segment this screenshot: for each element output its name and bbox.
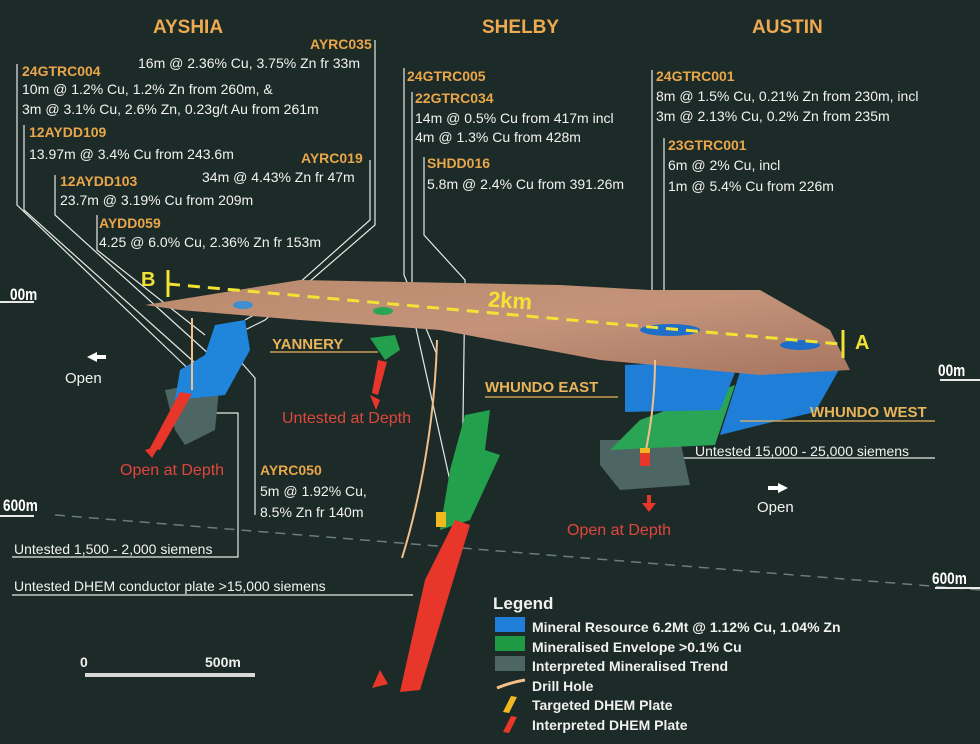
hole-23gtrc001-id: 23GTRC001 — [668, 137, 747, 153]
region-austin: AUSTIN — [752, 17, 823, 38]
hole-ayrc019-id: AYRC019 — [301, 150, 363, 166]
hole-24gtrc004-result: 10m @ 1.2% Cu, 1.2% Zn from 260m, & — [22, 81, 273, 97]
section-length-label: 2km — [487, 286, 533, 315]
open-right-arrow-icon — [768, 483, 788, 493]
hole-24gtrc001-result: 3m @ 2.13% Cu, 0.2% Zn from 235m — [656, 108, 890, 124]
hole-24gtrc004-id: 24GTRC004 — [22, 63, 101, 79]
untested-low-siemens-label: Untested 1,500 - 2,000 siemens — [14, 541, 213, 557]
hole-22gtrc034-result: 14m @ 0.5% Cu from 417m incl — [415, 110, 614, 126]
open-at-depth-ayshia-label: Open at Depth — [120, 462, 225, 479]
legend-item-drill-hole: Drill Hole — [532, 678, 594, 694]
yannery-dhem-plate — [372, 360, 387, 395]
section-start-label: B — [141, 269, 156, 291]
terrain-surface — [145, 280, 850, 375]
targeted-dhem-plate — [436, 512, 446, 527]
depth-label-surface-left: 00m — [10, 285, 38, 304]
whundo-west-resource — [720, 368, 840, 435]
legend-item-interpreted-dhem: Interpreted DHEM Plate — [532, 717, 688, 733]
open-right-label: Open — [757, 499, 794, 516]
hole-23gtrc001-result: 1m @ 5.4% Cu from 226m — [668, 178, 834, 194]
hole-12aydd103-id: 12AYDD103 — [60, 173, 138, 189]
depth-label-surface-right: 00m — [938, 361, 966, 380]
hole-shdd016-id: SHDD016 — [427, 155, 491, 171]
untested-at-depth-label: Untested at Depth — [282, 410, 411, 427]
hole-ayrc050-result: 5m @ 1.92% Cu, — [260, 483, 367, 499]
ayshia-resource — [175, 320, 250, 400]
section-end-label: A — [855, 332, 870, 354]
section-line — [167, 282, 841, 346]
hole-24gtrc004-result: 3m @ 3.1% Cu, 2.6% Zn, 0.23g/t Au from 2… — [22, 101, 319, 117]
hole-24gtrc001-id: 24GTRC001 — [656, 68, 735, 84]
untested-high-siemens-label: Untested 15,000 - 25,000 siemens — [695, 443, 910, 459]
hole-12aydd109-result: 13.97m @ 3.4% Cu from 243.6m — [29, 146, 234, 162]
legend-item-mineralised-trend: Interpreted Mineralised Trend — [532, 658, 729, 674]
hole-12aydd109-id: 12AYDD109 — [29, 124, 107, 140]
open-left-label: Open — [65, 370, 102, 387]
deposit-whundo-east: WHUNDO EAST — [485, 379, 599, 396]
scale-start-label: 0 — [80, 654, 88, 670]
scale-bar — [85, 673, 255, 677]
hole-ayrc050-id: AYRC050 — [260, 462, 322, 478]
yannery-envelope — [370, 335, 400, 360]
depth-label-600m-left: 600m — [3, 496, 38, 515]
hole-22gtrc034-id: 22GTRC034 — [415, 90, 494, 106]
austin-dhem-plate — [640, 452, 650, 466]
depth-underlines — [0, 301, 980, 589]
deposit-yannery: YANNERY — [272, 336, 344, 353]
legend-title: Legend — [493, 594, 554, 613]
hole-aydd059-result: 4.25 @ 6.0% Cu, 2.36% Zn fr 153m — [99, 234, 321, 250]
hole-24gtrc005-id: 24GTRC005 — [407, 68, 486, 84]
depth-label-600m-right: 600m — [932, 569, 967, 588]
hole-ayrc035-id: AYRC035 — [310, 36, 372, 52]
hole-ayrc019-result: 34m @ 4.43% Zn fr 47m — [202, 169, 355, 185]
legend-item-mineral-resource: Mineral Resource 6.2Mt @ 1.12% Cu, 1.04%… — [532, 619, 841, 635]
open-depth-arrow-icon — [145, 445, 160, 458]
region-shelby: SHELBY — [482, 17, 560, 38]
shelby-dhem-plate — [400, 520, 470, 692]
hole-12aydd103-result: 23.7m @ 3.19% Cu from 209m — [60, 192, 254, 208]
untested-dhem-label: Untested DHEM conductor plate >15,000 si… — [14, 578, 326, 594]
hole-24gtrc001-result: 8m @ 1.5% Cu, 0.21% Zn from 230m, incl — [656, 88, 919, 104]
legend-item-targeted-dhem: Targeted DHEM Plate — [532, 697, 673, 713]
hole-aydd059-id: AYDD059 — [99, 215, 161, 231]
shelby-envelope — [440, 410, 500, 530]
legend-item-mineralised-envelope: Mineralised Envelope >0.1% Cu — [532, 639, 742, 655]
hole-ayrc050-result: 8.5% Zn fr 140m — [260, 504, 364, 520]
hole-ayrc035-result: 16m @ 2.36% Cu, 3.75% Zn fr 33m — [138, 55, 360, 71]
hole-shdd016-result: 5.8m @ 2.4% Cu from 391.26m — [427, 176, 625, 192]
ayshia-dhem-plate — [150, 392, 192, 450]
hole-22gtrc034-result: 4m @ 1.3% Cu from 428m — [415, 129, 581, 145]
scale-end-label: 500m — [205, 654, 241, 670]
open-at-depth-austin-label: Open at Depth — [567, 522, 672, 539]
legend-swatches — [495, 617, 526, 733]
hole-23gtrc001-result: 6m @ 2% Cu, incl — [668, 157, 781, 173]
region-ayshia: AYSHIA — [153, 17, 224, 38]
open-left-arrow-icon — [87, 352, 106, 362]
untested-depth-arrow-icon — [370, 395, 380, 410]
deposit-whundo-west: WHUNDO WEST — [810, 404, 927, 421]
600m-depth-line — [54, 514, 980, 591]
drill-holes — [191, 318, 656, 559]
